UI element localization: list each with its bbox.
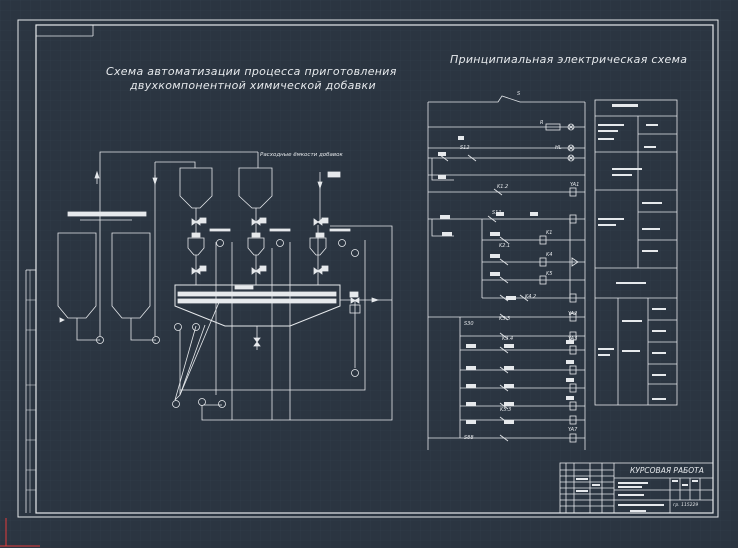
storage-tank-1: [57, 232, 97, 319]
label-k53: K5.3: [500, 407, 512, 413]
label-k12: K1.2: [497, 184, 509, 190]
label-k34: K3.4: [502, 336, 514, 342]
title-block: [559, 462, 714, 514]
label-k1: K1: [546, 230, 553, 236]
dosing-hopper-2: [238, 167, 273, 209]
process-instruments: [59, 170, 380, 408]
label-s88: S88: [464, 435, 474, 441]
group-label: гр. 115229: [673, 503, 699, 508]
label-ya2: YA2: [568, 311, 578, 317]
electrical-title: Принципиальная электрическая схема: [450, 53, 688, 66]
feed-label: Расходные ёмкости добавок: [260, 152, 343, 158]
label-s11: S11: [492, 210, 502, 216]
label-hl: HL: [555, 145, 562, 151]
dosing-hopper-1: [179, 167, 213, 209]
process-diagram: [57, 151, 393, 421]
coursework-label: КУРСОВАЯ РАБОТА: [630, 466, 704, 475]
electrical-diagram: [427, 95, 586, 450]
drawing-frame: [17, 19, 719, 518]
label-k2: K2.1: [499, 243, 511, 249]
label-k42: K4.2: [525, 294, 537, 300]
label-ya7: YA7: [568, 427, 578, 433]
label-ya1: YA1: [570, 182, 580, 188]
label-k33: K3.3: [499, 316, 511, 322]
electrical-tags: [438, 136, 574, 424]
label-r: R: [540, 120, 544, 126]
ucs-icon: [0, 518, 40, 547]
label-s: S: [517, 91, 521, 97]
element-spec-table: [594, 99, 678, 406]
scheme-title-line2: двухкомпонентной химической добавки: [130, 79, 376, 92]
label-s12: S12: [460, 145, 470, 151]
label-k5: K5: [546, 271, 553, 277]
storage-tank-2: [111, 232, 151, 319]
element-spec-text-marks: [598, 104, 666, 400]
label-ya3: YA3: [568, 336, 578, 342]
label-s30: S30: [464, 321, 474, 327]
label-k4: K4: [546, 252, 553, 258]
title-block-text-marks: [576, 478, 698, 512]
scheme-title-line1: Схема автоматизации процесса приготовлен…: [106, 65, 397, 78]
